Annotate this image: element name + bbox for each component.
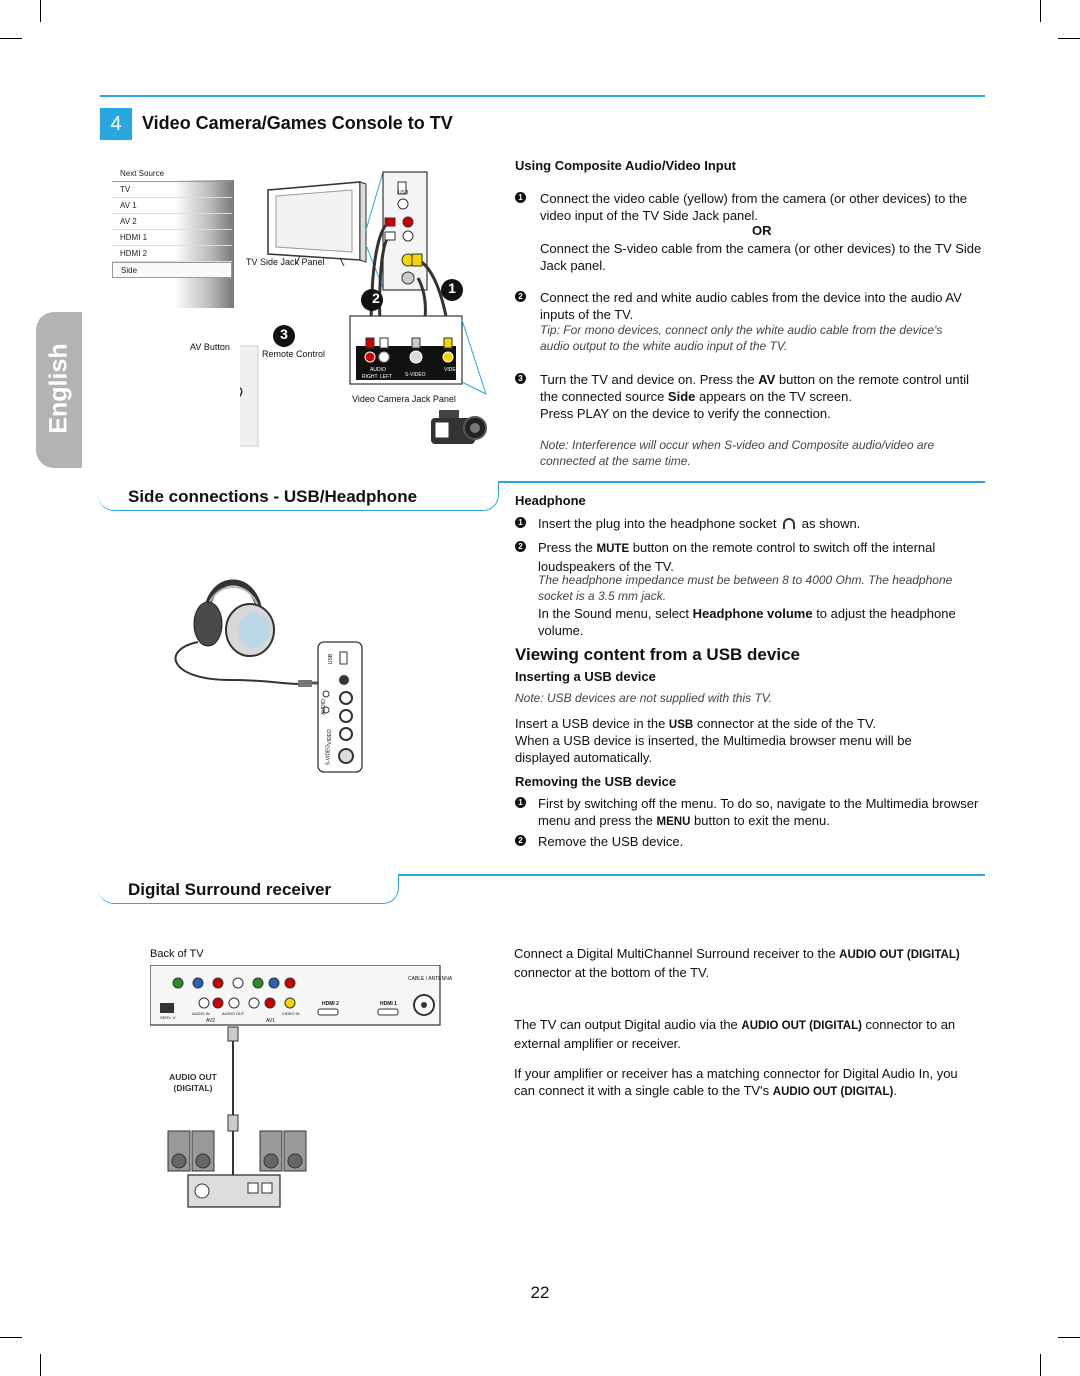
panel-video-in-label: VIDEO IN [282,1011,300,1016]
crop-mark [40,1354,41,1376]
headphone-icon [783,518,796,529]
panel-hdmi2-label: HDMI 2 [322,1001,339,1007]
panel-cable-antenna-label: CABLE / ANTENNA [408,976,453,982]
section-rule [498,481,985,483]
menu-item-selected: Side [112,262,232,278]
step-2-bullet: 2 [515,291,526,302]
panel-hdmi1-label: HDMI 1 [380,1001,397,1007]
step-3-text: Turn the TV and device on. Press the AV … [540,372,970,404]
crop-mark [1040,0,1041,22]
jack-audio-label: AUDIO [370,367,386,373]
interference-note: Note: Interference will occur when S-vid… [540,438,935,468]
composite-subtitle: Using Composite Audio/Video Input [515,158,736,173]
panel-svideo-label: S-VIDEO [325,744,332,766]
jack-left-label: LEFT [380,374,393,380]
section-rule [100,95,985,97]
usb-insert-text-2: When a USB device is inserted, the Multi… [515,733,912,765]
remote-control-label: Remote Control [262,349,326,359]
panel-audio-out-label: AUDIO OUT [222,1011,245,1016]
headphone-subtitle: Headphone [515,493,586,508]
jack-right-label: RIGHT [362,374,378,380]
hp-step-2-text: Press the MUTE button on the remote cont… [538,540,936,574]
digital-paragraph-1: Connect a Digital MultiChannel Surround … [514,946,960,980]
menu-item: TV [112,182,232,198]
usb-supplied-note: Note: USB devices are not supplied with … [515,691,773,705]
menu-shade [174,180,234,308]
side-connections-title: Side connections - USB/Headphone [128,487,418,506]
step-1b-text: Connect the S-video cable from the camer… [540,241,982,273]
usb-title: Viewing content from a USB device [515,645,800,664]
remove-step-1-text: First by switching off the menu. To do s… [538,796,979,828]
menu-item: AV 2 [112,214,232,230]
usb-insert-text: Insert a USB device in the USB connector… [515,716,877,731]
panel-av1-label: AV1 [266,1018,276,1024]
tv-side-jack-panel-label: TV Side Jack Panel [246,257,325,267]
crop-mark [0,1337,22,1338]
menu-item: HDMI 1 [112,230,232,246]
panel-av2-label: AV2 [206,1018,216,1024]
step-2-text: Connect the red and white audio cables f… [540,290,962,322]
side-connections-heading-box [98,482,499,511]
video-camera-jack-panel-label: Video Camera Jack Panel [352,394,456,404]
back-panel-diagram [150,965,441,1208]
removing-usb-subtitle: Removing the USB device [515,774,677,789]
section-rule [398,874,985,876]
hp-step-1-text: Insert the plug into the headphone socke… [538,516,861,531]
digital-heading-box [98,875,399,904]
digital-title: Digital Surround receiver [128,880,332,899]
crop-mark [1058,38,1080,39]
inserting-usb-subtitle: Inserting a USB device [515,669,656,684]
callout-2: 2 [372,290,380,306]
headphone-diagram [174,579,363,773]
callout-1: 1 [448,280,456,296]
menu-item: AV 1 [112,198,232,214]
crop-mark [1040,1354,1041,1376]
section-number: 4 [110,113,122,135]
digital-paragraph-2: The TV can output Digital audio via the … [514,1017,956,1051]
jack-video-label: VIDEO [444,367,460,373]
audio-out-digital-label: AUDIO OUT (DIGITAL) [169,1072,217,1093]
mono-tip: Tip: For mono devices, connect only the … [540,323,943,353]
av-button-label: AV Button [190,342,230,352]
menu-item: HDMI 2 [112,246,232,262]
step-1-bullet: 1 [515,192,526,203]
crop-mark [40,0,41,22]
source-menu [104,166,234,310]
language-tab: English [36,312,82,468]
or-label: OR [752,223,772,238]
menu-title: Next Source [112,166,232,182]
remove-step-2-bullet: 2 [515,835,526,846]
back-of-tv-label: Back of TV [150,948,204,960]
remove-step-2-text: Remove the USB device. [538,834,684,849]
digital-paragraph-3: If your amplifier or receiver has a matc… [514,1066,958,1098]
tv-connection-diagram [240,171,487,447]
callout-3: 3 [280,326,288,342]
panel-usb-label: USB [328,653,335,665]
page-number: 22 [530,1283,550,1302]
panel-service-label: SERV. U [160,1015,176,1020]
hp-impedance-note: The headphone impedance must be between … [538,573,953,603]
section-title: Video Camera/Games Console to TV [142,113,453,133]
section-number-badge: 4 [100,108,132,140]
panel-audio-in-label: AUDIO IN [192,1011,210,1016]
tv-usb-label: USB [398,190,409,196]
step-1-text: Connect the video cable (yellow) from th… [540,191,968,223]
callout-1b: 1 [410,318,418,334]
hp-step-2-bullet: 2 [515,541,526,552]
crop-mark [0,38,22,39]
hp-sound-text: In the Sound menu, select Headphone volu… [538,606,956,638]
remove-step-1-bullet: 1 [515,797,526,808]
language-tab-label: English [44,343,73,434]
crop-mark [1058,1337,1080,1338]
jack-svideo-label: S-VIDEO [405,372,426,378]
step-3-bullet: 3 [515,373,526,384]
hp-step-1-bullet: 1 [515,517,526,528]
step-3-play-text: Press PLAY on the device to verify the c… [540,406,831,421]
panel-video-label: VIDEO [326,729,333,745]
panel-audio-label: AUDIO [320,699,327,715]
